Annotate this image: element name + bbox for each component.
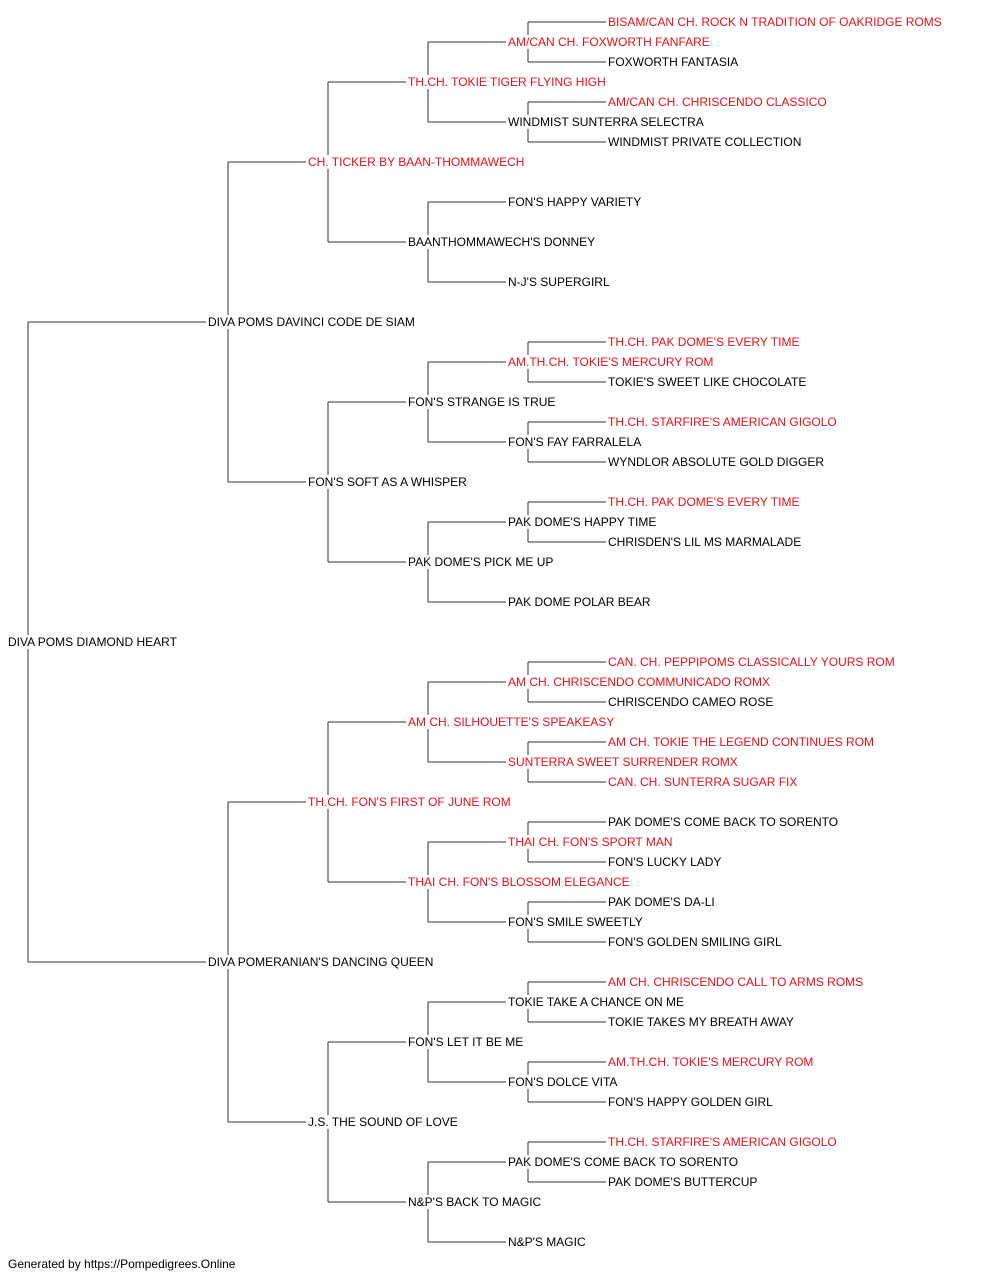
dog-name-gen5: BISAM/CAN CH. ROCK N TRADITION OF OAKRID… (608, 15, 942, 29)
dog-name-gen5: TOKIE TAKES MY BREATH AWAY (608, 1015, 794, 1029)
dog-name-gen3: TH.CH. TOKIE TIGER FLYING HIGH (408, 75, 606, 89)
dog-name-gen5: FON'S GOLDEN SMILING GIRL (608, 935, 782, 949)
dog-name-gen4: WINDMIST SUNTERRA SELECTRA (508, 115, 704, 129)
dog-name-gen4: PAK DOME POLAR BEAR (508, 595, 651, 609)
dog-name-gen5: CHRISCENDO CAMEO ROSE (608, 695, 773, 709)
dog-name-gen4: N&P'S MAGIC (508, 1235, 586, 1249)
dog-name-gen4: AM/CAN CH. FOXWORTH FANFARE (508, 35, 710, 49)
dog-name-gen2: FON'S SOFT AS A WHISPER (308, 475, 467, 489)
dog-name-gen3: FON'S STRANGE IS TRUE (408, 395, 555, 409)
footer-credit: Generated by https://Pompedigrees.Online (8, 1257, 236, 1271)
dog-name-gen3: THAI CH. FON'S BLOSSOM ELEGANCE (408, 875, 630, 889)
dog-name-gen5: AM/CAN CH. CHRISCENDO CLASSICO (608, 95, 827, 109)
dog-name-gen0: DIVA POMS DIAMOND HEART (8, 635, 178, 649)
dog-name-gen3: BAANTHOMMAWECH'S DONNEY (408, 235, 595, 249)
dog-name-gen1: DIVA POMS DAVINCI CODE DE SIAM (208, 315, 415, 329)
dog-name-gen4: AM.TH.CH. TOKIE'S MERCURY ROM (508, 355, 713, 369)
dog-name-gen5: AM.TH.CH. TOKIE'S MERCURY ROM (608, 1055, 813, 1069)
dog-name-gen5: PAK DOME'S DA-LI (608, 895, 715, 909)
dog-name-gen4: TOKIE TAKE A CHANCE ON ME (508, 995, 684, 1009)
dog-name-gen3: N&P'S BACK TO MAGIC (408, 1195, 542, 1209)
dog-name-gen2: TH.CH. FON'S FIRST OF JUNE ROM (308, 795, 511, 809)
dog-name-gen5: FON'S LUCKY LADY (608, 855, 721, 869)
dog-name-gen4: FON'S HAPPY VARIETY (508, 195, 641, 209)
dog-name-gen5: TH.CH. STARFIRE'S AMERICAN GIGOLO (608, 415, 837, 429)
dog-name-gen5: TOKIE'S SWEET LIKE CHOCOLATE (608, 375, 806, 389)
dog-name-gen3: AM CH. SILHOUETTE'S SPEAKEASY (408, 715, 614, 729)
dog-name-gen5: PAK DOME'S COME BACK TO SORENTO (608, 815, 838, 829)
dog-name-gen5: CHRISDEN'S LIL MS MARMALADE (608, 535, 801, 549)
dog-name-gen3: PAK DOME'S PICK ME UP (408, 555, 553, 569)
dog-name-gen5: TH.CH. STARFIRE'S AMERICAN GIGOLO (608, 1135, 837, 1149)
dog-name-gen4: FON'S FAY FARRALELA (508, 435, 641, 449)
dog-name-gen4: FON'S DOLCE VITA (508, 1075, 617, 1089)
dog-name-gen5: CAN. CH. PEPPIPOMS CLASSICALLY YOURS ROM (608, 655, 895, 669)
dog-name-gen4: AM CH. CHRISCENDO COMMUNICADO ROMX (508, 675, 770, 689)
dog-name-gen1: DIVA POMERANIAN'S DANCING QUEEN (208, 955, 433, 969)
dog-name-gen5: TH.CH. PAK DOME'S EVERY TIME (608, 335, 799, 349)
pedigree-tree: DIVA POMS DIAMOND HEART DIVA POMS DAVINCI… (8, 15, 942, 1249)
dog-name-gen5: AM CH. CHRISCENDO CALL TO ARMS ROMS (608, 975, 863, 989)
dog-name-gen5: TH.CH. PAK DOME'S EVERY TIME (608, 495, 799, 509)
dog-name-gen5: FOXWORTH FANTASIA (608, 55, 738, 69)
dog-name-gen4: SUNTERRA SWEET SURRENDER ROMX (508, 755, 738, 769)
dog-name-gen2: CH. TICKER BY BAAN-THOMMAWECH (308, 155, 524, 169)
dog-name-gen4: N-J'S SUPERGIRL (508, 275, 610, 289)
dog-name-gen4: PAK DOME'S COME BACK TO SORENTO (508, 1155, 738, 1169)
dog-name-gen4: PAK DOME'S HAPPY TIME (508, 515, 656, 529)
dog-name-gen5: WINDMIST PRIVATE COLLECTION (608, 135, 801, 149)
dog-name-gen5: CAN. CH. SUNTERRA SUGAR FIX (608, 775, 797, 789)
dog-name-gen5: AM CH. TOKIE THE LEGEND CONTINUES ROM (608, 735, 874, 749)
dog-name-gen2: J.S. THE SOUND OF LOVE (308, 1115, 458, 1129)
dog-name-gen5: FON'S HAPPY GOLDEN GIRL (608, 1095, 773, 1109)
dog-name-gen3: FON'S LET IT BE ME (408, 1035, 523, 1049)
dog-name-gen4: FON'S SMILE SWEETLY (508, 915, 643, 929)
dog-name-gen4: THAI CH. FON'S SPORT MAN (508, 835, 673, 849)
dog-name-gen5: WYNDLOR ABSOLUTE GOLD DIGGER (608, 455, 824, 469)
dog-name-gen5: PAK DOME'S BUTTERCUP (608, 1175, 757, 1189)
